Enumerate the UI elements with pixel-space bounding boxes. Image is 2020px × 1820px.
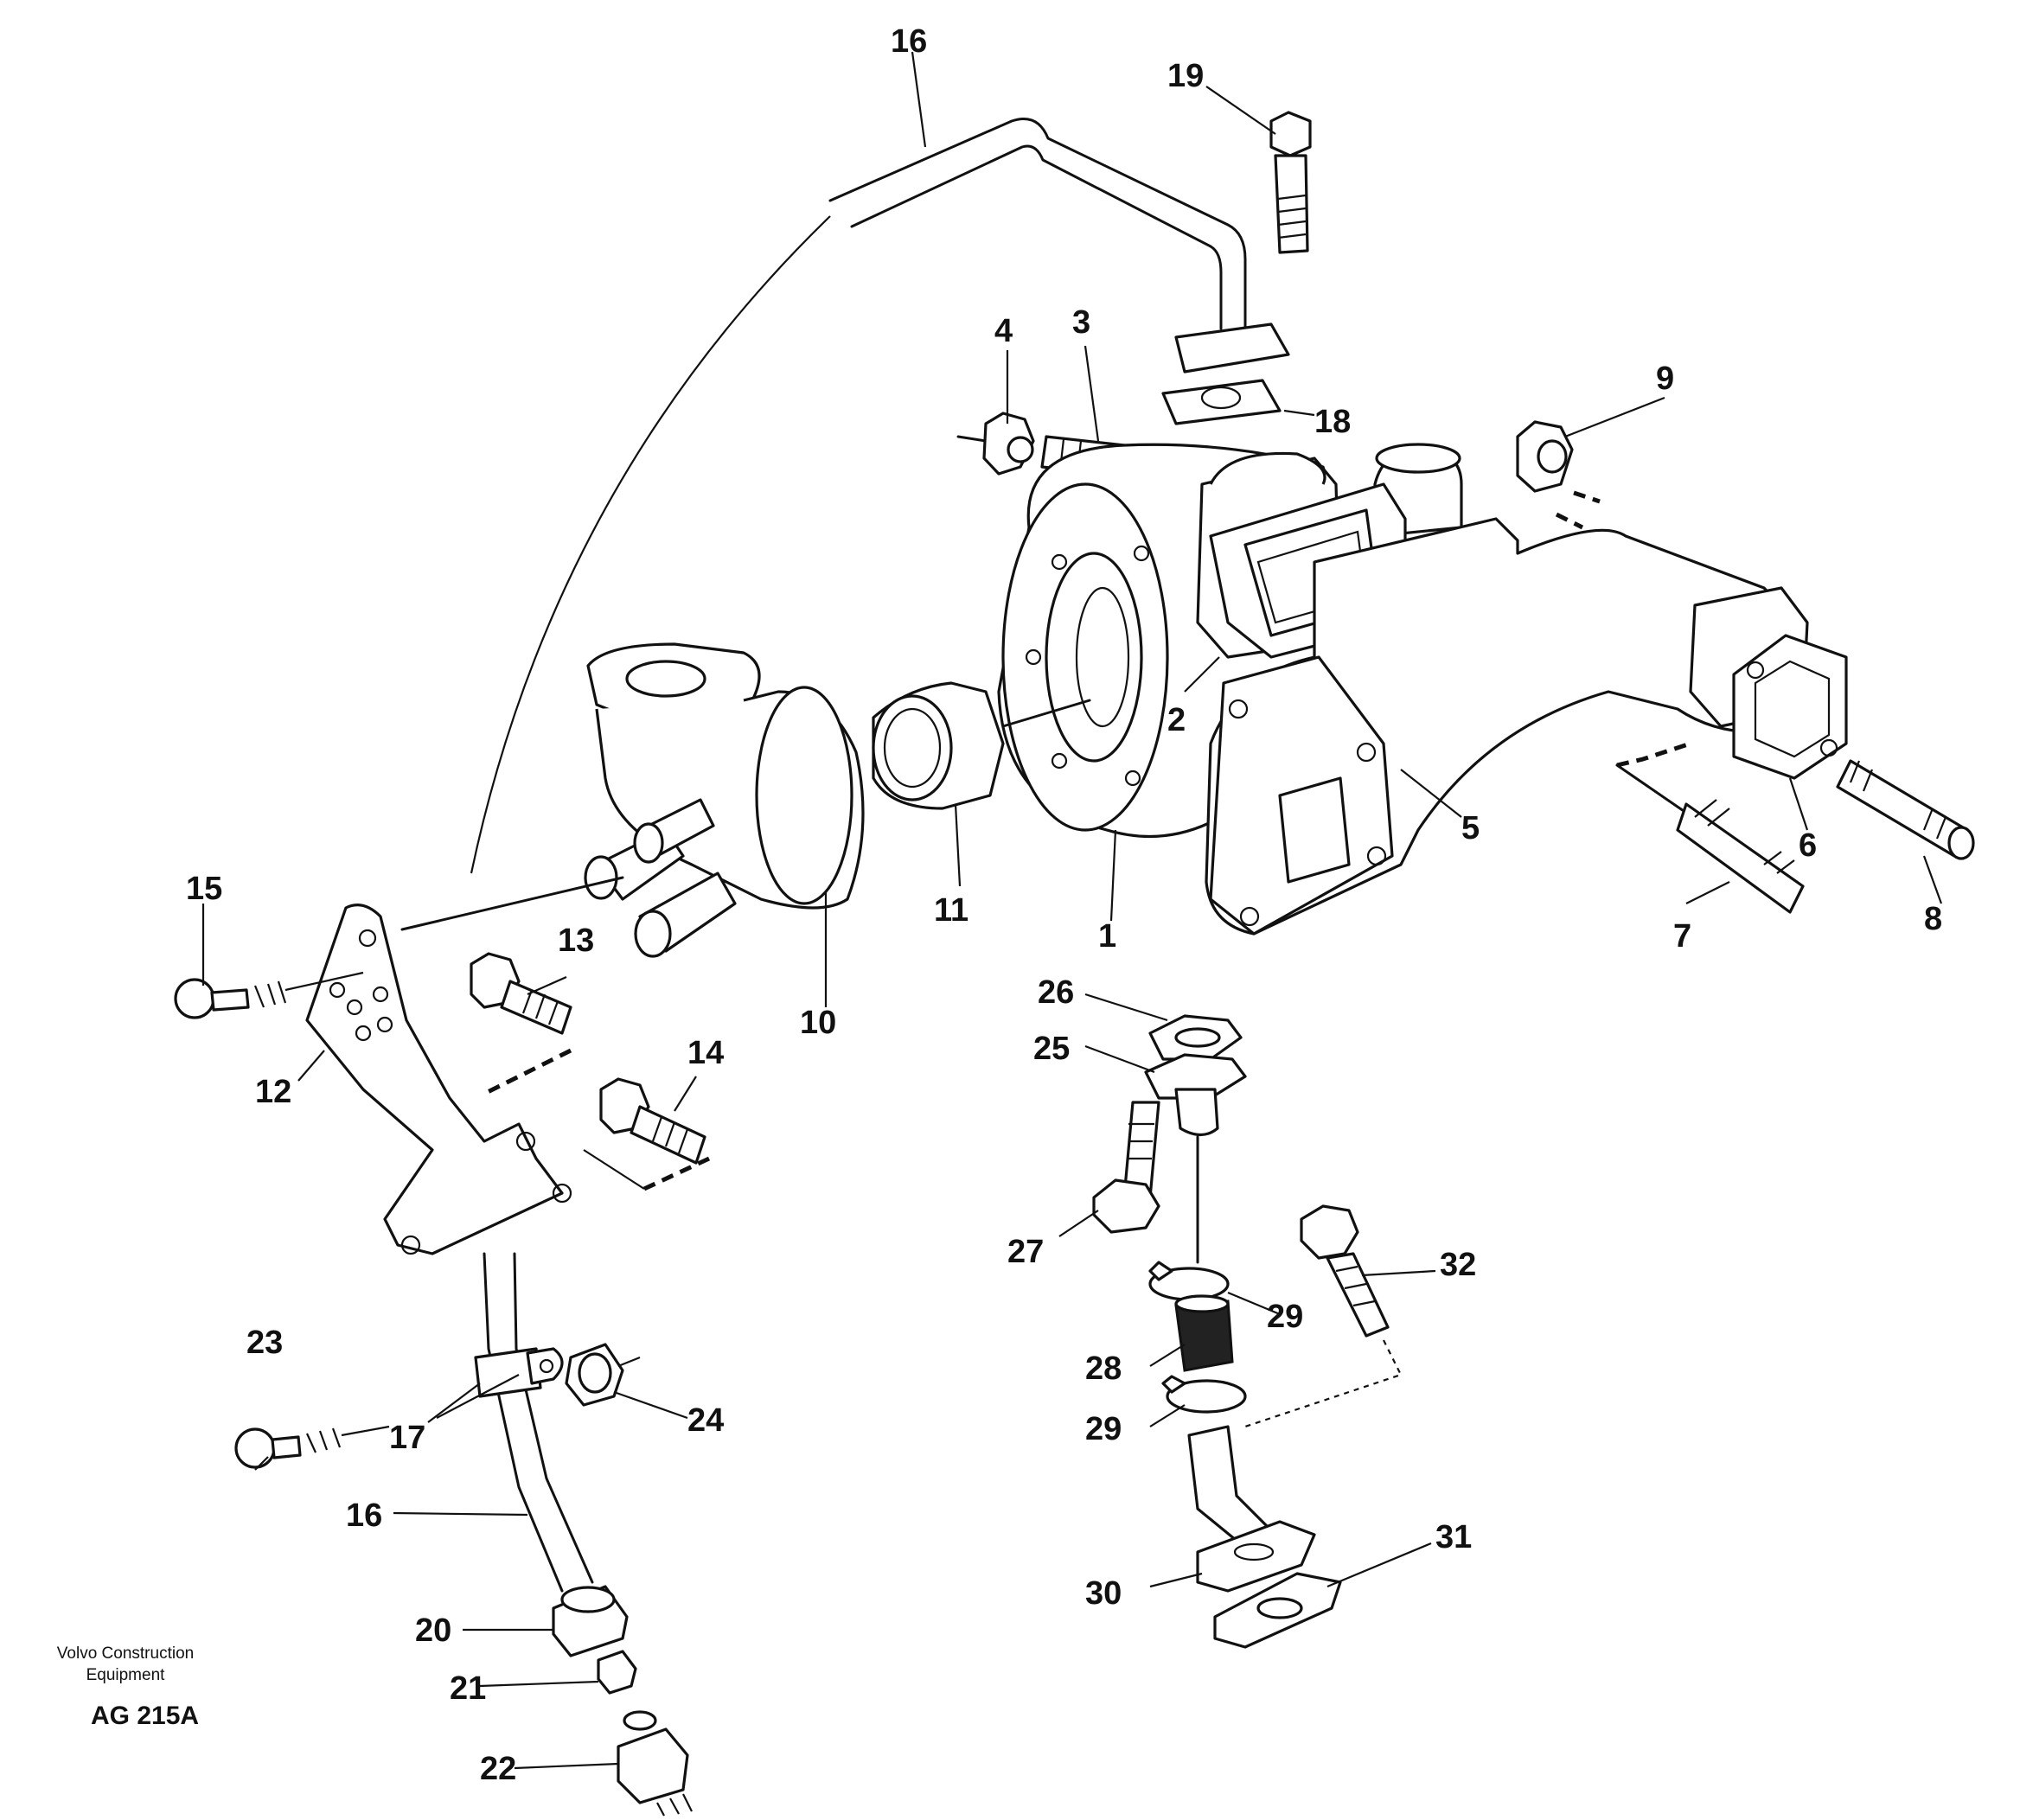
callout-12: 12 xyxy=(255,1074,291,1110)
bolt-15 xyxy=(174,971,364,1019)
spacer-24 xyxy=(565,1343,641,1407)
callout-29-lower: 29 xyxy=(1085,1411,1122,1447)
outlet-elbow-10 xyxy=(584,642,865,958)
drawing-code: AG 215A xyxy=(91,1702,200,1730)
bracket-12 xyxy=(305,876,624,1255)
bolt-14 xyxy=(583,1077,711,1191)
callout-1: 1 xyxy=(1098,918,1116,955)
gasket-31 xyxy=(1213,1572,1342,1649)
callout-30: 30 xyxy=(1085,1575,1122,1612)
callout-19: 19 xyxy=(1167,58,1204,94)
callout-22: 22 xyxy=(480,1751,516,1787)
brand-line-1: Volvo Construction xyxy=(56,1644,195,1663)
callout-11: 11 xyxy=(934,892,968,929)
callout-21: 21 xyxy=(450,1670,486,1707)
flange-25 xyxy=(1144,1053,1247,1264)
callout-4: 4 xyxy=(994,313,1013,349)
callout-6: 6 xyxy=(1799,827,1817,864)
clamp-29-upper xyxy=(1148,1261,1230,1301)
callout-16-top: 16 xyxy=(891,23,927,60)
bolt-13 xyxy=(470,952,572,1096)
bolt-23 xyxy=(234,1425,390,1469)
clamp-29-lower xyxy=(1161,1375,1247,1414)
callout-23: 23 xyxy=(246,1325,283,1361)
footer: Volvo Construction Equipment AG 215A xyxy=(26,1643,225,1731)
oil-return-pipe-30 xyxy=(1187,1425,1316,1593)
callout-27: 27 xyxy=(1007,1234,1044,1270)
callout-13: 13 xyxy=(558,923,594,959)
stud-8 xyxy=(1836,759,1975,860)
callout-26: 26 xyxy=(1038,974,1074,1011)
callout-5: 5 xyxy=(1461,810,1480,846)
callout-32: 32 xyxy=(1440,1247,1476,1283)
callout-17: 17 xyxy=(389,1420,425,1456)
washer-21 xyxy=(597,1650,637,1695)
brand-line-2: Equipment xyxy=(86,1666,165,1684)
gasket-26 xyxy=(1148,1014,1243,1061)
callout-9: 9 xyxy=(1656,361,1674,397)
callout-7: 7 xyxy=(1673,918,1691,955)
callout-8: 8 xyxy=(1924,901,1942,937)
stud-7 xyxy=(1615,741,1805,914)
callout-3: 3 xyxy=(1072,304,1090,341)
callout-10: 10 xyxy=(800,1005,836,1041)
oil-return-pipe xyxy=(483,1252,594,1593)
callout-15: 15 xyxy=(186,871,222,907)
exhaust-manifold-5 xyxy=(1205,517,1809,936)
bolt-19 xyxy=(1269,111,1312,254)
callout-labels: 16 19 3 4 18 9 2 5 6 7 8 1 11 10 15 13 1… xyxy=(186,23,1942,1787)
nut-9 xyxy=(1516,420,1601,530)
nut-20 xyxy=(552,1585,629,1657)
callout-24: 24 xyxy=(687,1402,724,1439)
callout-14: 14 xyxy=(687,1035,724,1071)
bolt-27 xyxy=(1092,1101,1160,1234)
gasket-6 xyxy=(1732,634,1848,780)
callout-25: 25 xyxy=(1033,1031,1070,1067)
bolt-32 xyxy=(1244,1204,1403,1428)
callout-16-bottom: 16 xyxy=(346,1498,382,1534)
callout-20: 20 xyxy=(415,1612,451,1649)
clamp-17 xyxy=(474,1347,564,1398)
hose-28 xyxy=(1174,1294,1234,1372)
oil-feed-pipe xyxy=(470,118,1290,874)
union-22 xyxy=(617,1710,693,1817)
callout-18: 18 xyxy=(1314,404,1351,440)
sleeve-11 xyxy=(872,681,1091,810)
callout-29-upper: 29 xyxy=(1267,1299,1303,1335)
callout-31: 31 xyxy=(1435,1519,1472,1555)
callout-28: 28 xyxy=(1085,1351,1122,1387)
leader-lines xyxy=(201,51,1943,1770)
callout-2: 2 xyxy=(1167,702,1186,738)
